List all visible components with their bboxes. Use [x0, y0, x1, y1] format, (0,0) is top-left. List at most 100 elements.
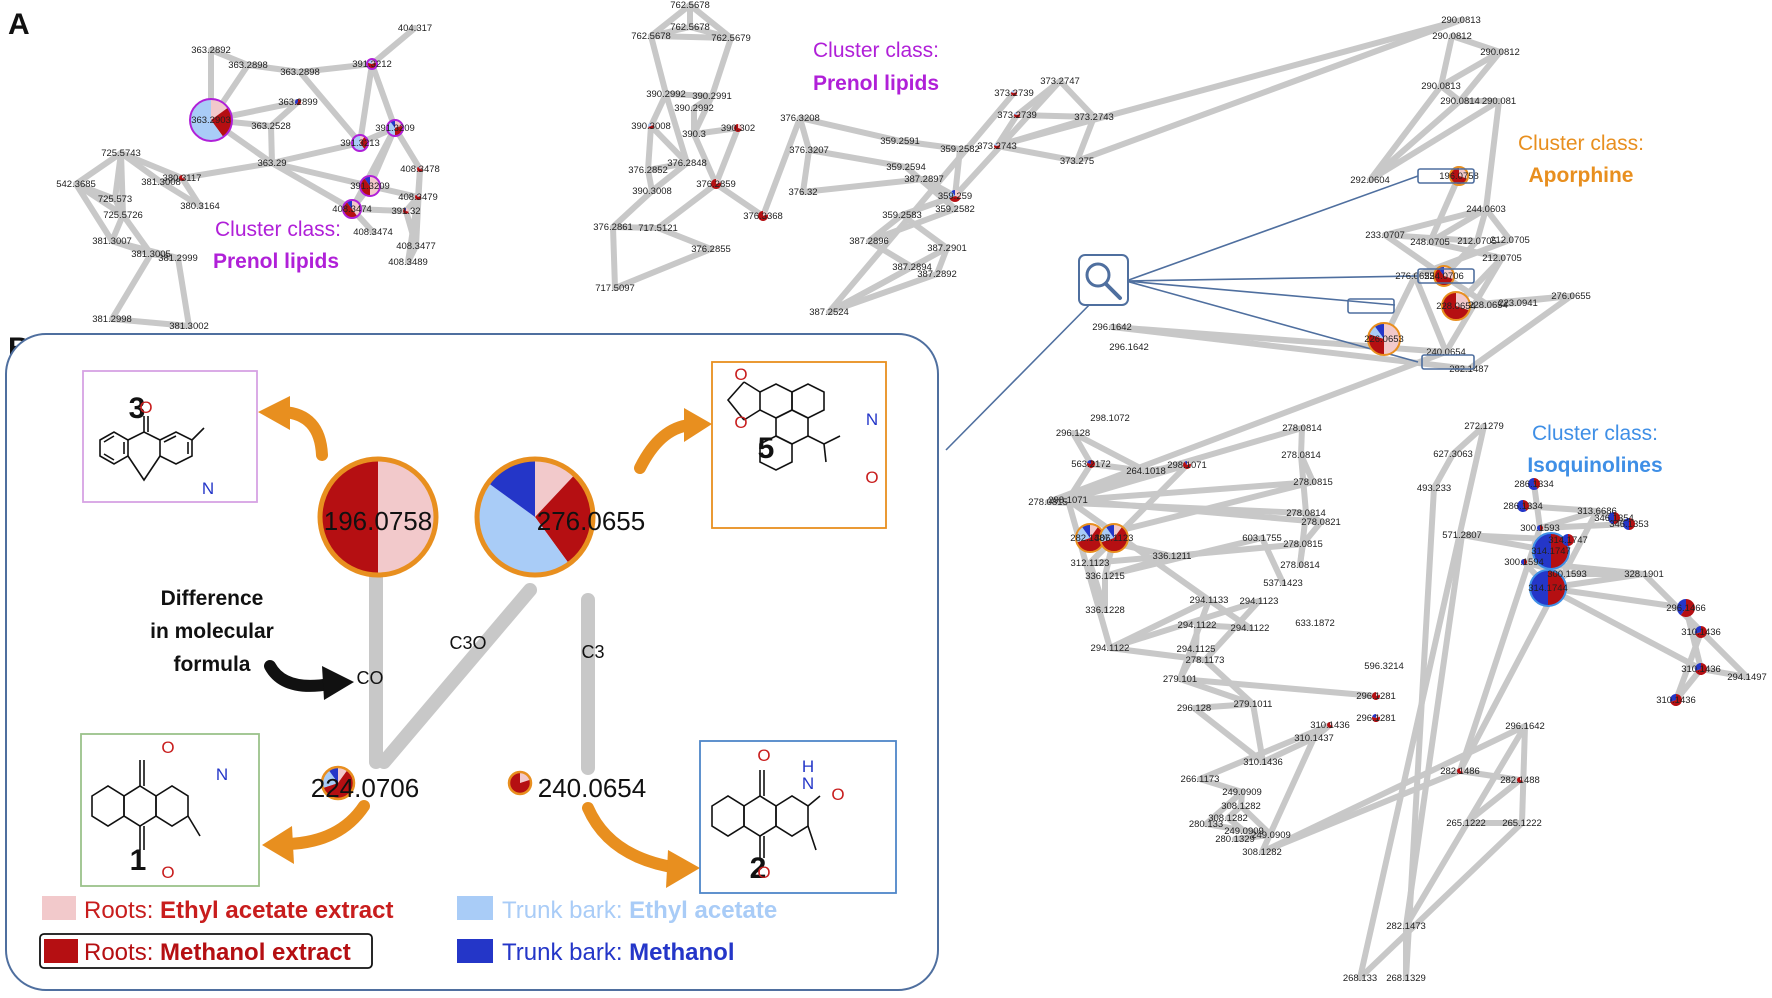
svg-text:Roots: Ethyl acetate extract: Roots: Ethyl acetate extract — [84, 897, 393, 924]
pie-slice — [321, 770, 338, 788]
network-edge — [120, 212, 154, 257]
node-label-196: 196.0758 — [324, 506, 432, 536]
network-node — [1528, 478, 1540, 491]
node-label: 408.3474 — [332, 204, 372, 215]
legend-roots-methanol: Roots: Methanol extract — [39, 933, 373, 969]
node-label: 249.0909 — [1251, 830, 1291, 841]
node-label: 266.1173 — [1181, 774, 1220, 785]
pie-slice — [364, 176, 370, 186]
node-label: 596.3214 — [1364, 661, 1404, 672]
node-outline — [1367, 322, 1401, 356]
network-edge — [413, 166, 423, 249]
network-node — [295, 99, 302, 105]
svg-text:O: O — [757, 863, 770, 882]
network-node — [1372, 692, 1380, 701]
node-label: 373.2739 — [997, 110, 1037, 121]
node-label: 312.1123 — [1071, 558, 1110, 569]
network-edge — [1193, 622, 1200, 652]
network-edge — [866, 212, 905, 244]
node-outline — [1449, 166, 1469, 186]
node-label: 282.1486 — [1440, 766, 1480, 777]
pie-slice — [1670, 694, 1682, 706]
node-label: 346.1353 — [1609, 519, 1649, 530]
network-edge — [109, 212, 126, 244]
network-edge — [1065, 461, 1094, 503]
pie-slice — [994, 143, 997, 146]
network-edge — [952, 78, 1063, 199]
svg-text:O: O — [865, 468, 878, 487]
network-edge — [1191, 701, 1256, 711]
node-label: 408.3479 — [398, 192, 438, 203]
node-outline — [386, 119, 404, 137]
network-edge — [1367, 98, 1502, 183]
pie-slice — [420, 166, 423, 170]
network-edge — [655, 225, 714, 252]
network-edge — [645, 160, 690, 173]
pie-slice — [1694, 626, 1701, 634]
svg-text:Difference: Difference — [161, 587, 264, 610]
node-outline — [351, 134, 369, 152]
network-edge — [1449, 33, 1503, 55]
node-label: 292.0604 — [1350, 175, 1390, 186]
node-label: 224.0706 — [1424, 271, 1464, 282]
node-label: 363.2898 — [228, 60, 268, 71]
network-edge — [1202, 598, 1262, 663]
network-edge — [649, 160, 690, 194]
network-node — [1075, 523, 1105, 553]
node-label: 300.1594 — [1504, 557, 1544, 568]
black-arrow-head — [322, 666, 354, 700]
node-label: 226.0653 — [1364, 334, 1404, 345]
network-node-labels: 404.317363.2892363.2898363.2898391.32123… — [56, 0, 1767, 984]
node-label: 380.3117 — [163, 173, 202, 184]
pie-slice — [1517, 777, 1523, 783]
network-edge — [1545, 585, 1689, 611]
pie-slice — [1100, 526, 1114, 543]
svg-text:Trunk bark: Methanol: Trunk bark: Methanol — [502, 939, 734, 966]
network-edge — [268, 99, 301, 129]
pie-slice — [1562, 534, 1568, 546]
node-label: 537.1423 — [1263, 578, 1303, 589]
network-edge — [1457, 508, 1600, 774]
pie-slice — [404, 208, 406, 211]
pie-slice — [1456, 292, 1470, 311]
network-edge — [645, 167, 655, 194]
node-label: 359.2582 — [940, 144, 980, 155]
network-edge — [691, 93, 715, 137]
node-label: 296.128 — [1177, 703, 1211, 714]
network-edge — [687, 2, 734, 41]
node-label: 381.3008 — [141, 177, 181, 188]
network-edge — [1197, 776, 1245, 795]
network-edge — [645, 123, 654, 173]
node-label: 298.1072 — [1090, 413, 1130, 424]
pie-slice — [1011, 90, 1014, 93]
network-nodes — [178, 58, 1707, 783]
pie-slice — [1680, 599, 1696, 617]
node-label: 563.2172 — [1071, 459, 1111, 470]
svg-text:O: O — [757, 746, 770, 765]
undefined — [474, 456, 596, 578]
network-edge — [269, 160, 373, 189]
node-label: 294.1497 — [1727, 672, 1767, 683]
pie-slice — [1076, 526, 1090, 543]
node-label: 296.1281 — [1356, 691, 1396, 702]
network-edge — [1065, 497, 1324, 525]
pie-slice — [763, 211, 768, 216]
node-label: 391.3212 — [352, 59, 392, 70]
node-label: 493.233 — [1417, 483, 1451, 494]
network-edge — [1474, 206, 1489, 244]
highlight-boxes — [1347, 168, 1475, 370]
pie-slice — [1523, 500, 1530, 511]
edge-label-c3: C3 — [581, 642, 604, 662]
pie-slice — [328, 767, 338, 783]
node-label: 390.3008 — [631, 121, 671, 132]
pie-slice — [367, 59, 372, 64]
node-label: 381.2999 — [158, 253, 198, 264]
node-label: 279.101 — [1163, 674, 1197, 685]
pie-slice — [367, 62, 377, 69]
pie-slice — [360, 135, 365, 143]
node-label-224: 224.0706 — [311, 773, 419, 803]
network-edge — [806, 147, 909, 170]
node-label: 390.2992 — [646, 89, 686, 100]
node-label: 280.133 — [1189, 819, 1223, 830]
network-edge — [648, 33, 734, 41]
